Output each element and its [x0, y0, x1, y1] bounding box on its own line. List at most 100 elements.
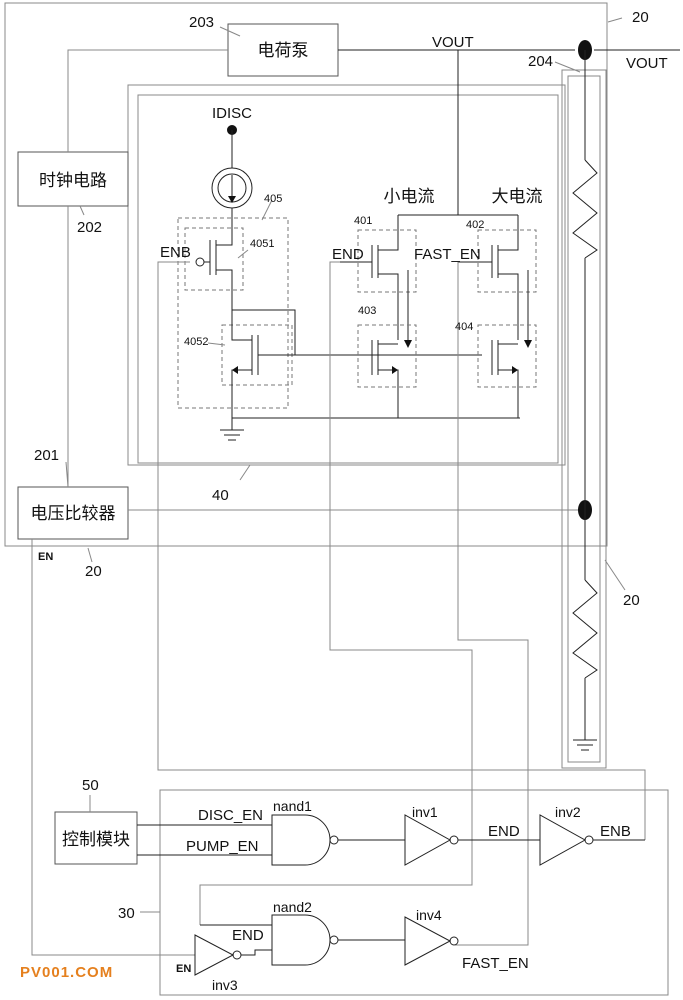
ref-4052: 4052: [184, 336, 208, 348]
leader-201: [65, 461, 69, 488]
leader-20-bottom: [87, 547, 93, 563]
ref-201: 201: [34, 447, 59, 464]
ref-20-right: 20: [623, 592, 640, 609]
resistor-top: [572, 159, 598, 259]
ref-20-top: 20: [632, 9, 649, 26]
large-current-label: 大电流: [492, 187, 543, 207]
box-401: [357, 229, 417, 293]
nand2-label: nand2: [273, 899, 312, 915]
block-30-boundary: [159, 789, 669, 996]
box-404: [477, 324, 537, 388]
inv1-bubble: [449, 835, 459, 845]
t4051-drain: [216, 240, 233, 246]
end-inv1-label: END: [488, 823, 520, 840]
leader-4051: [237, 249, 249, 259]
divider-inner: [567, 75, 601, 763]
charge-pump-label: 电荷泵: [258, 41, 309, 61]
pump-en-label: PUMP_EN: [186, 838, 259, 855]
ref-50: 50: [82, 777, 99, 794]
vout-wire-label: VOUT: [432, 34, 474, 51]
t4051-source: [216, 269, 233, 310]
inv2-label: inv2: [555, 804, 581, 820]
inv3-bubble: [232, 950, 242, 960]
ref-401: 401: [354, 215, 372, 227]
end-nand2-label: END: [232, 927, 264, 944]
en-route-wire: [31, 539, 195, 956]
ref-202: 202: [77, 219, 102, 236]
clock-circuit-label: 时钟电路: [39, 171, 107, 191]
box-403: [357, 324, 417, 388]
t401-drain: [378, 235, 399, 251]
t401-source: [378, 273, 399, 340]
current-source-arrow: [228, 196, 236, 203]
fast-en-route-wire: [455, 262, 529, 946]
inv2-bubble: [584, 835, 594, 845]
end-route-wire: [199, 261, 473, 925]
node-4052-gate-wire: [232, 309, 296, 355]
watermark: PV001.COM: [20, 964, 113, 981]
nand1-bubble: [329, 835, 339, 845]
resistor-bottom: [572, 579, 598, 679]
en-inv3-label: EN: [176, 963, 191, 975]
nand2-gate: [271, 914, 331, 966]
block-40-inner: [137, 94, 559, 464]
ref-404: 404: [455, 321, 473, 333]
enb-inv2-label: ENB: [600, 823, 631, 840]
leader-202: [79, 205, 85, 216]
t4051-bubble: [195, 257, 205, 267]
leader-203: [219, 26, 241, 37]
ref-40: 40: [212, 487, 229, 504]
small-current-arrow: [404, 340, 412, 348]
inv4-bubble: [449, 936, 459, 946]
fast-en-gate-label: FAST_EN: [414, 246, 481, 263]
inv3-out-wire: [241, 949, 272, 956]
ref-402: 402: [466, 219, 484, 231]
en-comp-label: EN: [38, 551, 53, 563]
ref-405: 405: [264, 193, 282, 205]
leader-204: [554, 61, 581, 73]
t404-arrow: [512, 366, 518, 374]
clock-circuit-box: [17, 151, 129, 207]
control-module-label: 控制模块: [62, 830, 130, 850]
leader-20-right: [604, 559, 626, 591]
inv4-label: inv4: [416, 907, 442, 923]
ref-4051: 4051: [250, 238, 274, 250]
t402-drain: [498, 235, 519, 251]
nand1-gate: [271, 814, 331, 866]
ref-203: 203: [189, 14, 214, 31]
end-gate-label: END: [332, 246, 364, 263]
t403-source: [378, 369, 399, 418]
inv1-gate: [404, 814, 452, 866]
ref-403: 403: [358, 305, 376, 317]
idisc-label: IDISC: [212, 105, 252, 122]
leader-405: [261, 199, 273, 221]
voltage-comparator-label: 电压比较器: [31, 504, 116, 524]
clock-to-pump-wire: [67, 49, 228, 152]
nand2-bubble: [329, 935, 339, 945]
large-current-arrow: [524, 340, 532, 348]
vout-out-label: VOUT: [626, 55, 668, 72]
t4052-drain: [231, 310, 252, 341]
voltage-comparator-box: [17, 486, 129, 540]
inv3-label: inv3: [212, 977, 238, 993]
leader-40: [239, 464, 251, 481]
box-405: [177, 217, 289, 409]
fast-en-inv4-label: FAST_EN: [462, 955, 529, 972]
ref-30: 30: [118, 905, 135, 922]
inv1-label: inv1: [412, 804, 438, 820]
t402-source: [498, 273, 519, 340]
inv4-gate: [404, 916, 452, 966]
control-module-box: [54, 811, 138, 865]
disc-en-label: DISC_EN: [198, 807, 263, 824]
small-current-label: 小电流: [384, 187, 435, 207]
block-20-boundary: [4, 2, 608, 547]
enb-gate-label: ENB: [160, 244, 191, 261]
leader-4052: [207, 342, 226, 346]
inv3-gate: [194, 934, 235, 976]
t403-arrow: [392, 366, 398, 374]
enb-route-wire: [157, 261, 646, 840]
divider-outer: [561, 69, 607, 769]
box-402: [477, 229, 537, 293]
